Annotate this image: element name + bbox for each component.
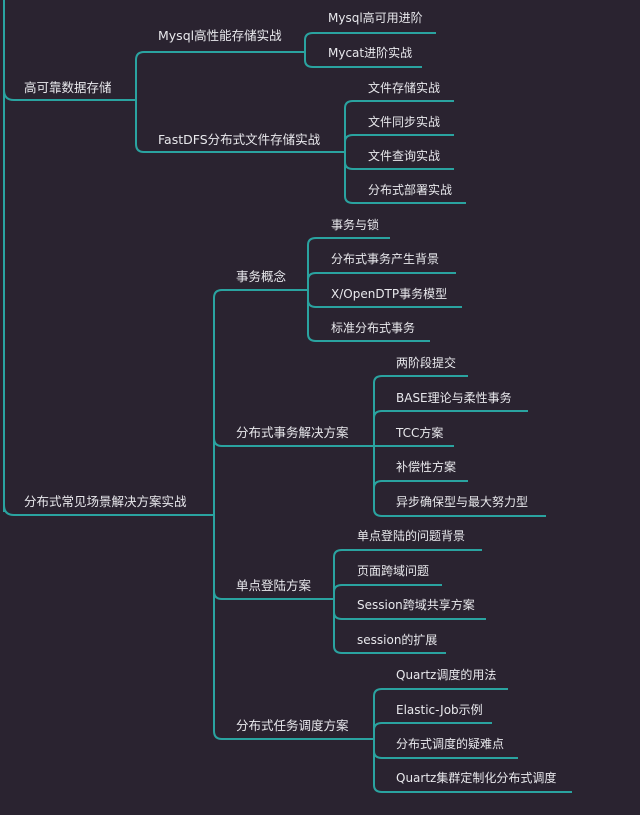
leaf-elastic-job[interactable]: Elastic-Job示例 (396, 703, 483, 717)
branch-high-reliability-storage[interactable]: 高可靠数据存储 (24, 80, 112, 95)
leaf-tcc[interactable]: TCC方案 (396, 426, 444, 440)
node-distributed-tx-solution[interactable]: 分布式事务解决方案 (236, 425, 349, 440)
leaf-file-storage[interactable]: 文件存储实战 (368, 81, 441, 95)
node-sso[interactable]: 单点登陆方案 (236, 578, 312, 593)
node-transaction-concept[interactable]: 事务概念 (236, 269, 287, 284)
leaf-cross-domain[interactable]: 页面跨域问题 (357, 564, 430, 578)
leaf-2pc[interactable]: 两阶段提交 (396, 356, 457, 370)
node-fastdfs[interactable]: FastDFS分布式文件存储实战 (158, 132, 321, 147)
leaf-tx-background[interactable]: 分布式事务产生背景 (331, 252, 440, 266)
leaf-mysql-ha[interactable]: Mysql高可用进阶 (328, 11, 423, 25)
leaf-session-share[interactable]: Session跨域共享方案 (357, 598, 475, 612)
leaf-compensation[interactable]: 补偿性方案 (396, 460, 457, 474)
leaf-xopen-dtp[interactable]: X/OpenDTP事务模型 (331, 287, 448, 301)
leaf-quartz-usage[interactable]: Quartz调度的用法 (396, 668, 497, 682)
leaf-file-sync[interactable]: 文件同步实战 (368, 115, 441, 129)
branch-distributed-solutions[interactable]: 分布式常见场景解决方案实战 (24, 494, 187, 509)
leaf-standard-tx[interactable]: 标准分布式事务 (331, 321, 416, 335)
leaf-sso-background[interactable]: 单点登陆的问题背景 (357, 529, 466, 543)
leaf-base[interactable]: BASE理论与柔性事务 (396, 391, 512, 405)
leaf-mycat[interactable]: Mycat进阶实战 (328, 46, 413, 60)
leaf-session-extend[interactable]: session的扩展 (357, 633, 438, 647)
leaf-scheduling-difficulties[interactable]: 分布式调度的疑难点 (396, 737, 505, 751)
node-task-scheduling[interactable]: 分布式任务调度方案 (236, 718, 349, 733)
leaf-quartz-cluster[interactable]: Quartz集群定制化分布式调度 (396, 771, 557, 785)
leaf-distributed-deploy[interactable]: 分布式部署实战 (368, 183, 453, 197)
leaf-async-best-effort[interactable]: 异步确保型与最大努力型 (396, 495, 529, 509)
leaf-file-query[interactable]: 文件查询实战 (368, 149, 441, 163)
leaf-tx-lock[interactable]: 事务与锁 (331, 218, 380, 232)
node-mysql[interactable]: Mysql高性能存储实战 (158, 28, 282, 43)
